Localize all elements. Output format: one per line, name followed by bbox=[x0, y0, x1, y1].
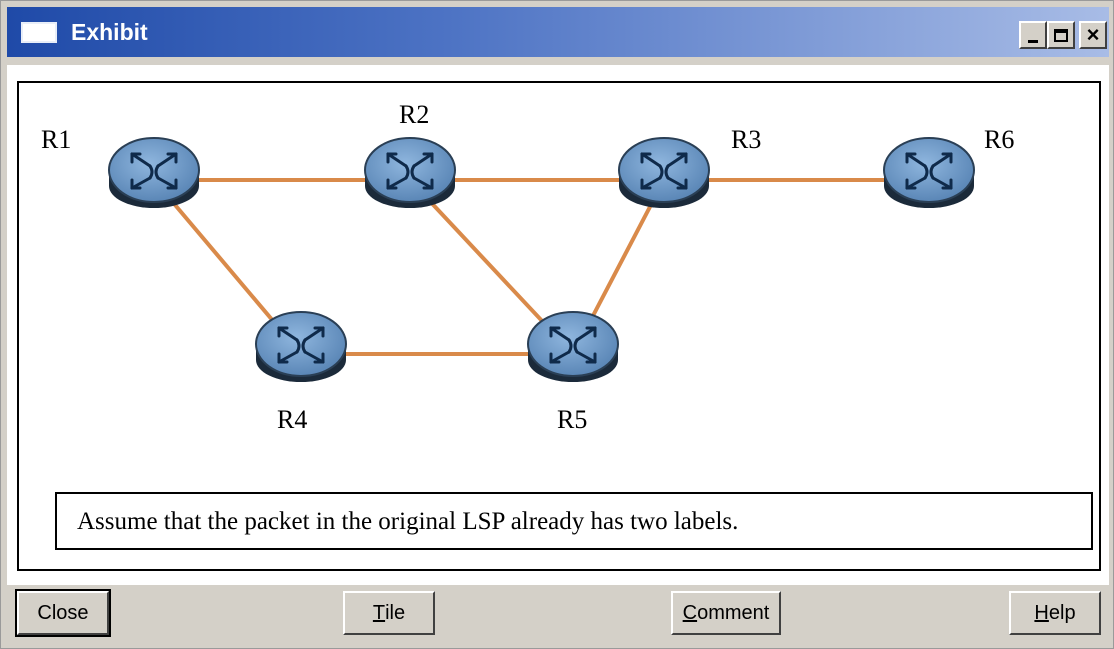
router-r5 bbox=[527, 311, 619, 382]
maximize-icon bbox=[1054, 28, 1068, 42]
router-label-r5: R5 bbox=[557, 405, 587, 434]
router-icon bbox=[549, 326, 597, 364]
close-icon: × bbox=[1086, 22, 1100, 47]
router-label-r4: R4 bbox=[277, 405, 307, 434]
tile-label-rest: ile bbox=[385, 601, 406, 624]
help-label-rest: elp bbox=[1048, 601, 1076, 624]
window-icon bbox=[21, 22, 57, 43]
tile-mnemonic: T bbox=[372, 601, 386, 624]
minimize-button[interactable] bbox=[1019, 21, 1047, 49]
comment-label-rest: omment bbox=[697, 601, 770, 624]
comment-mnemonic: C bbox=[682, 601, 698, 624]
router-icon bbox=[640, 152, 688, 190]
router-r4 bbox=[255, 311, 347, 382]
router-icon bbox=[905, 152, 953, 190]
router-r3 bbox=[618, 137, 710, 208]
router-label-r2: R2 bbox=[399, 100, 429, 129]
window-title: Exhibit bbox=[71, 19, 148, 45]
help-mnemonic: H bbox=[1034, 601, 1049, 624]
router-icon bbox=[277, 326, 325, 364]
router-icon bbox=[130, 152, 178, 190]
router-r2 bbox=[364, 137, 456, 208]
minimize-icon bbox=[1028, 39, 1038, 43]
title-bar[interactable]: Exhibit × bbox=[7, 7, 1109, 57]
close-button-label: Close bbox=[37, 601, 89, 624]
router-r1 bbox=[108, 137, 200, 208]
router-label-r3: R3 bbox=[731, 125, 761, 154]
close-button[interactable]: Close bbox=[15, 589, 111, 637]
router-label-r1: R1 bbox=[41, 125, 71, 154]
router-r6 bbox=[883, 137, 975, 208]
router-label-r6: R6 bbox=[984, 125, 1014, 154]
maximize-button[interactable] bbox=[1047, 21, 1075, 49]
exhibit-note: Assume that the packet in the original L… bbox=[55, 492, 1093, 550]
router-icon bbox=[386, 152, 434, 190]
close-window-button[interactable]: × bbox=[1079, 21, 1107, 49]
